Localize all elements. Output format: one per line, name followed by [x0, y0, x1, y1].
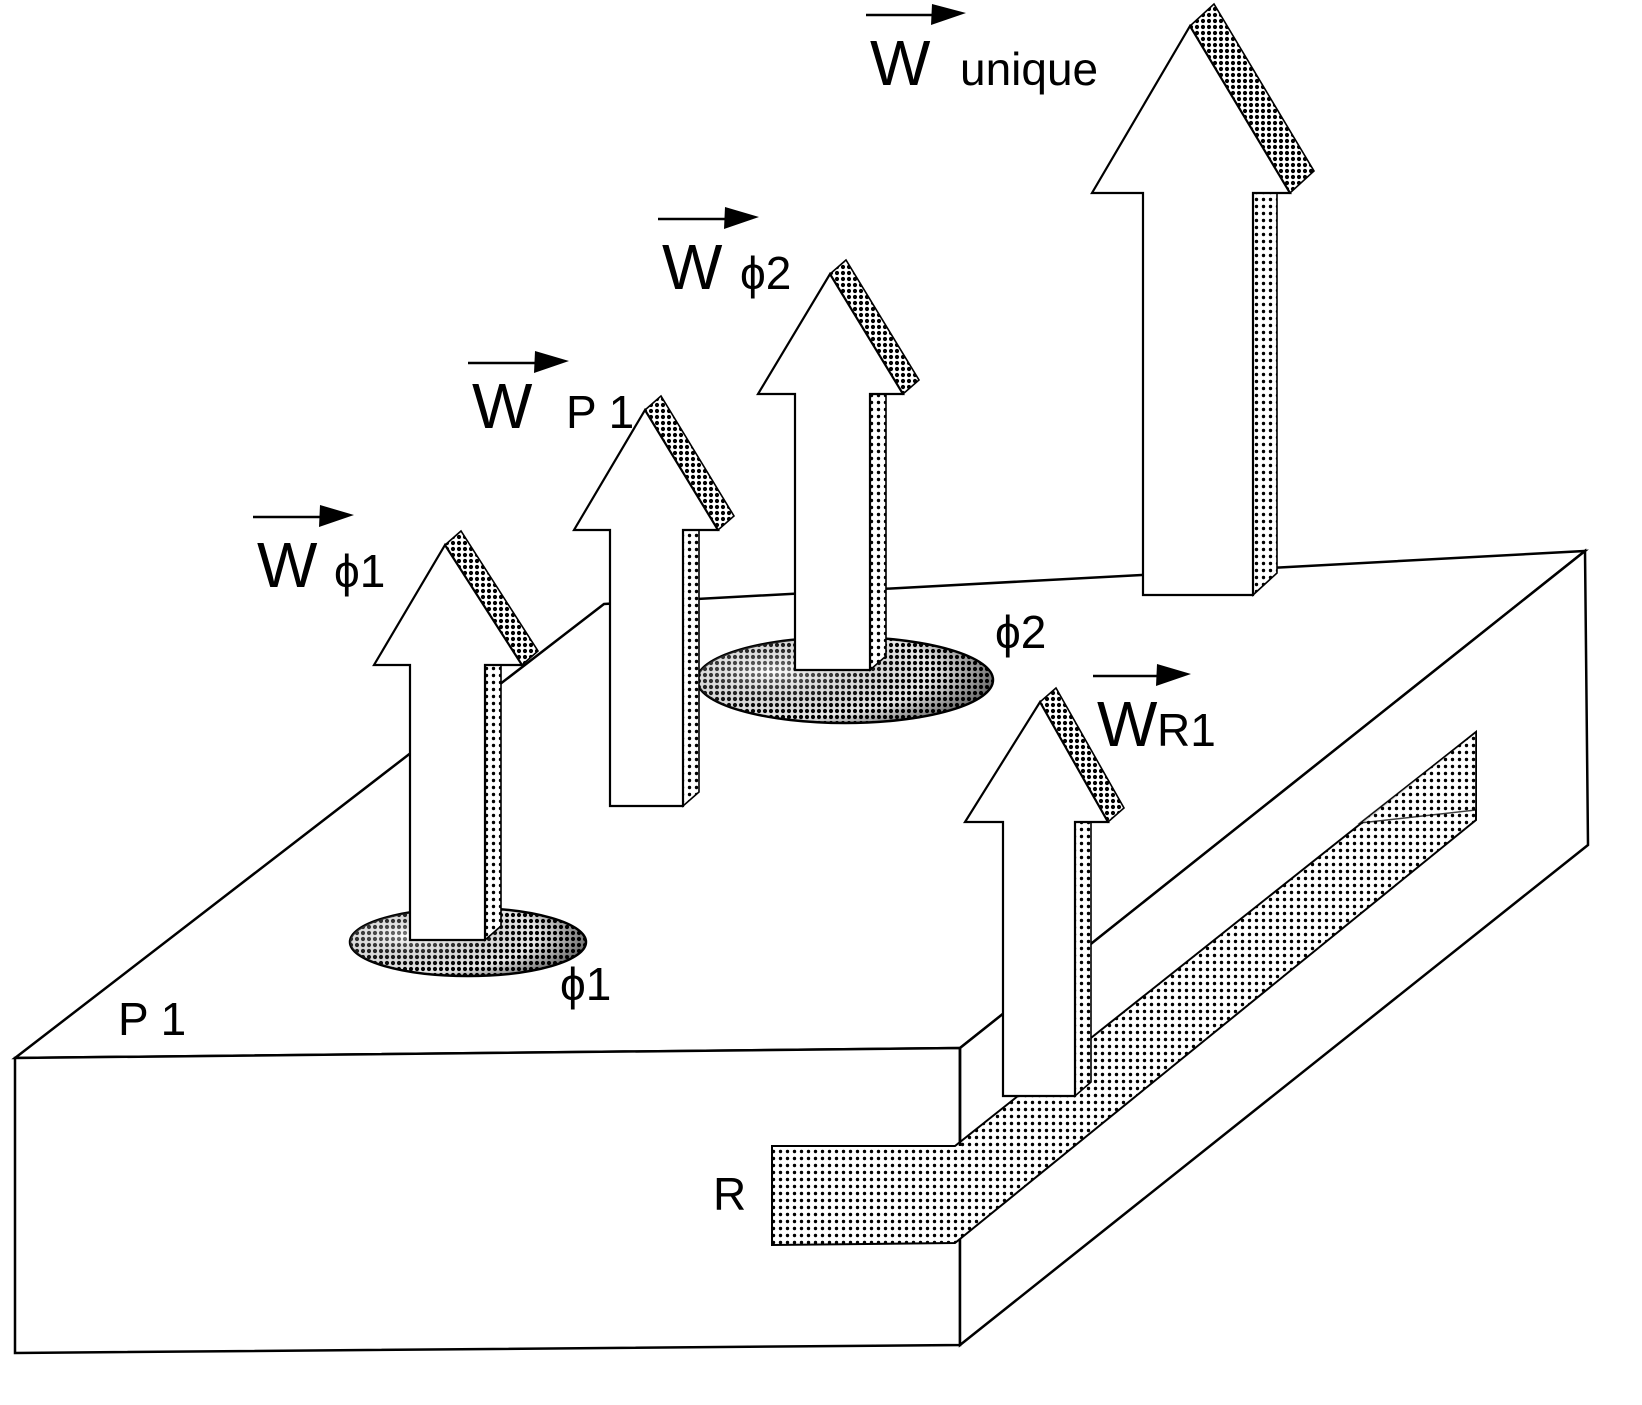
- arrow-w-p1: [572, 394, 736, 808]
- vector-symbol: W: [257, 529, 318, 601]
- arrow-front-face: [963, 699, 1110, 1098]
- arrow-w-unique: [1090, 2, 1316, 597]
- block-p1-label: P 1: [118, 993, 186, 1045]
- arrow-shaft-side: [869, 378, 887, 672]
- vector-symbol: W: [472, 370, 533, 442]
- arrow-front-face: [756, 271, 905, 672]
- channel-r-floor: [771, 729, 1477, 1247]
- vector-subscript: ϕ1: [334, 545, 385, 597]
- vector-symbol: W: [870, 27, 931, 99]
- arrow-w-r1: [963, 686, 1126, 1098]
- vector-subscript: ϕ2: [740, 247, 791, 299]
- arrow-front-face: [1090, 23, 1292, 597]
- vector-symbol: W: [662, 231, 723, 303]
- vector-subscript: R1: [1157, 704, 1216, 756]
- channel-r: [771, 729, 1477, 1247]
- label-w-phi2: W ϕ2: [658, 207, 791, 303]
- channel-r-wall: [1357, 730, 1477, 825]
- channel-r-label: R: [713, 1168, 746, 1220]
- vector-subscript: unique: [960, 43, 1098, 95]
- arrow-shaft-side: [1252, 169, 1278, 597]
- arrow-shaft-side: [484, 649, 502, 942]
- hole-phi1-label: ϕ1: [560, 958, 611, 1010]
- arrow-shaft-side: [682, 514, 700, 808]
- vector-symbol: W: [1097, 688, 1158, 760]
- vector-subscript: P 1: [566, 386, 634, 438]
- hole-phi2-label: ϕ2: [995, 606, 1046, 658]
- arrow-w-phi1: [372, 529, 540, 942]
- label-w-phi1: W ϕ1: [253, 505, 385, 601]
- arrow-front-face: [372, 542, 525, 942]
- label-w-p1: W P 1: [468, 351, 634, 442]
- arrow-shaft-side: [1074, 806, 1092, 1098]
- label-w-r1: W R1: [1093, 664, 1216, 760]
- arrow-w-phi2: [756, 258, 921, 672]
- hole-phi2: [695, 635, 995, 725]
- arrow-front-face: [572, 407, 720, 808]
- label-w-unique: W unique: [866, 4, 1098, 99]
